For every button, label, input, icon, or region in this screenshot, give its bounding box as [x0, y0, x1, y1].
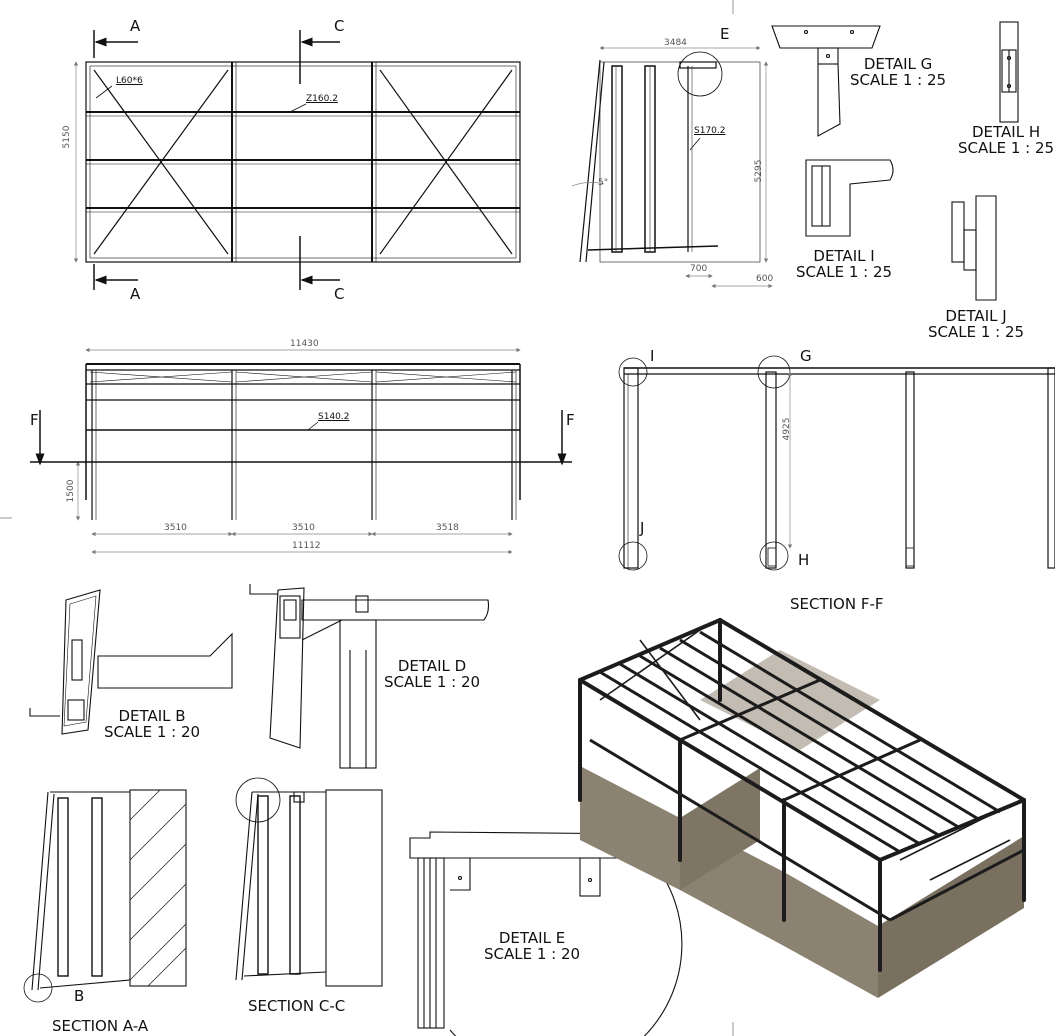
detail-i-drawing — [805, 159, 894, 237]
side-view — [571, 45, 773, 289]
detail-d-drawing — [249, 584, 490, 769]
section-c-bottom-label: C — [334, 285, 345, 303]
side-height-dimension: 5295 — [754, 159, 764, 183]
section-ff-view — [618, 355, 1055, 571]
section-ff-height-dimension: 4925 — [782, 417, 792, 441]
section-cc-drawing — [235, 777, 383, 987]
clearance-dimension: 1500 — [66, 479, 76, 503]
detail-h-marker: H — [798, 551, 810, 569]
section-f-right-label: F — [566, 411, 575, 429]
detail-j-drawing — [951, 195, 997, 301]
section-c-top-label: C — [334, 17, 345, 35]
detail-g-marker: G — [800, 347, 812, 365]
section-ff-title: SECTION F-F — [790, 595, 884, 613]
detail-j-marker: J — [640, 519, 645, 537]
offset-600-dimension: 600 — [756, 274, 774, 284]
angle-profile-tag: L60*6 — [116, 76, 143, 86]
detail-h-drawing — [999, 21, 1019, 123]
purlin-profile-tag: Z160.2 — [306, 94, 338, 104]
detail-b-drawing — [29, 589, 233, 735]
plan-depth-dimension: 5150 — [62, 125, 72, 149]
section-a-top-label: A — [130, 17, 141, 35]
rail-profile-tag: S140.2 — [318, 412, 350, 422]
section-cc-title: SECTION C-C — [248, 997, 346, 1015]
overall-length-dimension: 11430 — [290, 339, 319, 349]
section-aa-title: SECTION A-A — [52, 1017, 149, 1035]
detail-g-drawing — [771, 25, 881, 137]
front-view — [30, 347, 572, 555]
offset-700-dimension: 700 — [690, 264, 708, 274]
side-width-dimension: 3484 — [664, 38, 687, 48]
pitch-angle-dimension: 5° — [598, 178, 609, 188]
inner-length-dimension: 11112 — [292, 541, 321, 551]
detail-i-marker: I — [650, 347, 655, 365]
detail-b-marker: B — [74, 987, 85, 1005]
bay-3-dimension: 3518 — [436, 523, 459, 533]
detail-e-marker: E — [720, 25, 730, 43]
plan-view — [73, 30, 521, 290]
isometric-view — [578, 618, 1026, 998]
rafter-profile-tag: S170.2 — [694, 126, 726, 136]
bay-2-dimension: 3510 — [292, 523, 315, 533]
section-a-bottom-label: A — [130, 285, 141, 303]
section-f-left-label: F — [30, 411, 39, 429]
section-aa-drawing — [23, 789, 187, 1003]
bay-1-dimension: 3510 — [164, 523, 187, 533]
